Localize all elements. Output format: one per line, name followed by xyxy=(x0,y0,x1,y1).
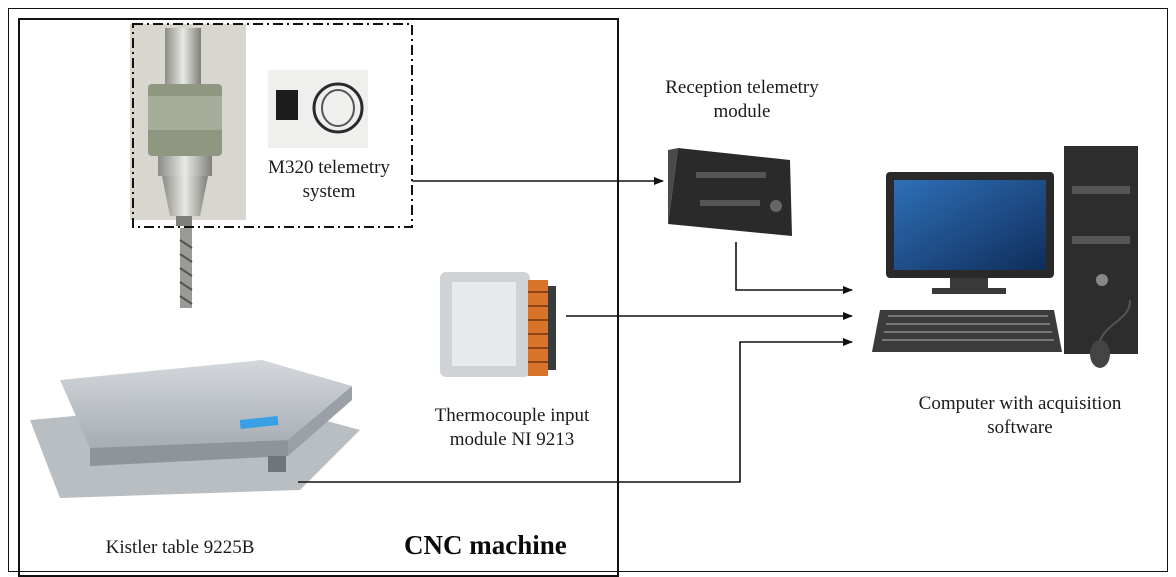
telemetry-system-label-line2: system xyxy=(302,181,356,202)
ni-module-photo xyxy=(440,272,556,377)
telemetry-dashed-box xyxy=(132,23,413,228)
telemetry-antenna-photo xyxy=(268,70,368,148)
desktop-computer-icon xyxy=(872,146,1138,368)
cnc-machine-label: CNC machine xyxy=(404,530,567,560)
computer-label: Computer with acquisition software xyxy=(880,392,1160,440)
kistler-table-label: Kistler table 9225B xyxy=(105,537,255,558)
connection-lines xyxy=(298,177,853,483)
dynamometer-to-computer-arrow xyxy=(298,338,853,483)
thermocouple-module-label-line2: module NI 9213 xyxy=(449,429,575,450)
thermocouple-module-label-line1: Thermocouple input xyxy=(434,405,590,426)
telemetry-system-label-line1: M320 telemetry xyxy=(268,157,390,178)
reception-module-label: Reception telemetry module xyxy=(628,76,856,124)
reception-module-label-line1: Reception telemetry xyxy=(665,77,819,98)
kistler-dynamometer-photo xyxy=(30,360,360,498)
diagram-border xyxy=(8,8,1168,572)
tool-holder-photo xyxy=(130,24,246,226)
drill-bit-icon xyxy=(179,228,193,308)
computer-label-line2: software xyxy=(987,417,1053,438)
receiver-to-computer-arrow xyxy=(735,242,853,294)
reception-module-photo xyxy=(668,148,792,236)
telemetry-system-label: M320 telemetry system xyxy=(246,156,412,204)
computer-label-line1: Computer with acquisition xyxy=(918,393,1122,414)
reception-module-label-line2: module xyxy=(713,101,771,122)
cnc-machine-box xyxy=(18,18,619,577)
thermocouple-module-label: Thermocouple input module NI 9213 xyxy=(398,404,626,452)
